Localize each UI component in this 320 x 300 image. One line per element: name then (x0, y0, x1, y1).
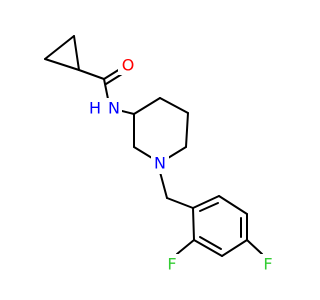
bond-co-1 (103, 68, 121, 80)
molecule-canvas: O N H N F F (44, 35, 273, 274)
bond-cp-3 (44, 58, 80, 71)
ortho-fluorine-label: F (167, 255, 176, 274)
bond-ar-6 (192, 207, 195, 241)
amide-nitrogen-label: N (108, 99, 120, 118)
bond-cp-2 (73, 35, 80, 71)
bond-pip-2 (159, 97, 189, 114)
oxygen-atom-label: O (122, 56, 135, 75)
bond-ar-double-1 (199, 202, 219, 212)
bond-ar-2 (218, 195, 248, 215)
bond-pip-3 (185, 112, 189, 148)
bond-c-f-ortho (176, 239, 195, 255)
molecule-structure: O N H N F F (44, 35, 273, 274)
bond-ch2-ar (166, 197, 194, 209)
bond-cp-1 (44, 35, 75, 60)
bond-c-f-para (246, 239, 263, 255)
bond-pip-5 (133, 146, 153, 159)
bond-co-2 (105, 73, 123, 85)
amide-hydrogen-label: H (89, 99, 101, 118)
bond-n-ch2 (159, 171, 168, 199)
bond-ar-5 (193, 239, 223, 257)
piperidine-nitrogen-label: N (154, 154, 166, 173)
bond-pip-1 (133, 97, 161, 115)
bond-ar-4 (221, 239, 248, 257)
bond-ar-double-3 (199, 236, 222, 250)
para-fluorine-label: F (263, 255, 272, 274)
bond-cp-carbonyl (78, 69, 105, 80)
bond-ar-1 (192, 195, 220, 209)
bond-c-n (103, 78, 109, 100)
bond-pip-4 (167, 146, 187, 159)
